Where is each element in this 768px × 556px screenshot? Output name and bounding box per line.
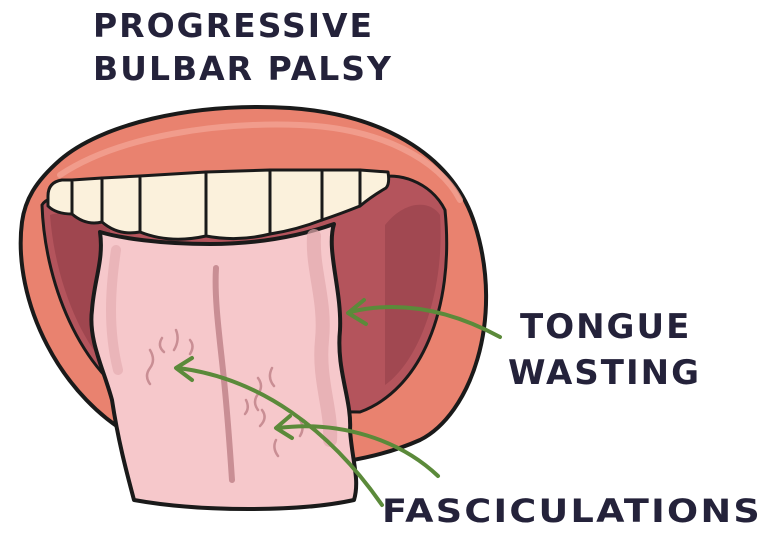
tooth <box>70 176 104 225</box>
fasciculation-mark <box>188 338 194 356</box>
fasciculation-mark <box>145 348 155 386</box>
fasciculation-mark <box>273 438 280 458</box>
label-tongue-wasting-line-2: WASTING <box>508 353 701 393</box>
lip-highlight <box>57 121 463 203</box>
fasciculations-arrow-upper <box>174 356 384 507</box>
tongue-left-shade <box>106 245 123 375</box>
fasciculation-mark <box>258 408 266 428</box>
fasciculation-mark <box>172 328 179 352</box>
title-line-1: PROGRESSIVE <box>93 6 374 45</box>
tongue-wasting-arrow <box>346 298 502 339</box>
fasciculation-mark <box>268 366 276 388</box>
tooth <box>358 168 391 208</box>
fasciculations-arrow-lower <box>274 414 440 478</box>
tooth <box>100 174 142 235</box>
fasciculation-mark <box>243 398 249 416</box>
fasciculation-mark <box>158 336 166 354</box>
upper-teeth <box>46 168 391 241</box>
tongue-wasting-shade <box>306 229 338 447</box>
tooth <box>46 178 74 216</box>
right-cheek-shadow <box>385 204 441 385</box>
label-tongue-wasting-line-1: TONGUE <box>520 307 691 347</box>
tooth <box>204 168 272 241</box>
title-line-2: BULBAR PALSY <box>93 49 393 88</box>
tooth <box>268 168 324 236</box>
tooth <box>138 170 208 241</box>
label-fasciculations: FASCICULATIONS <box>382 492 762 530</box>
